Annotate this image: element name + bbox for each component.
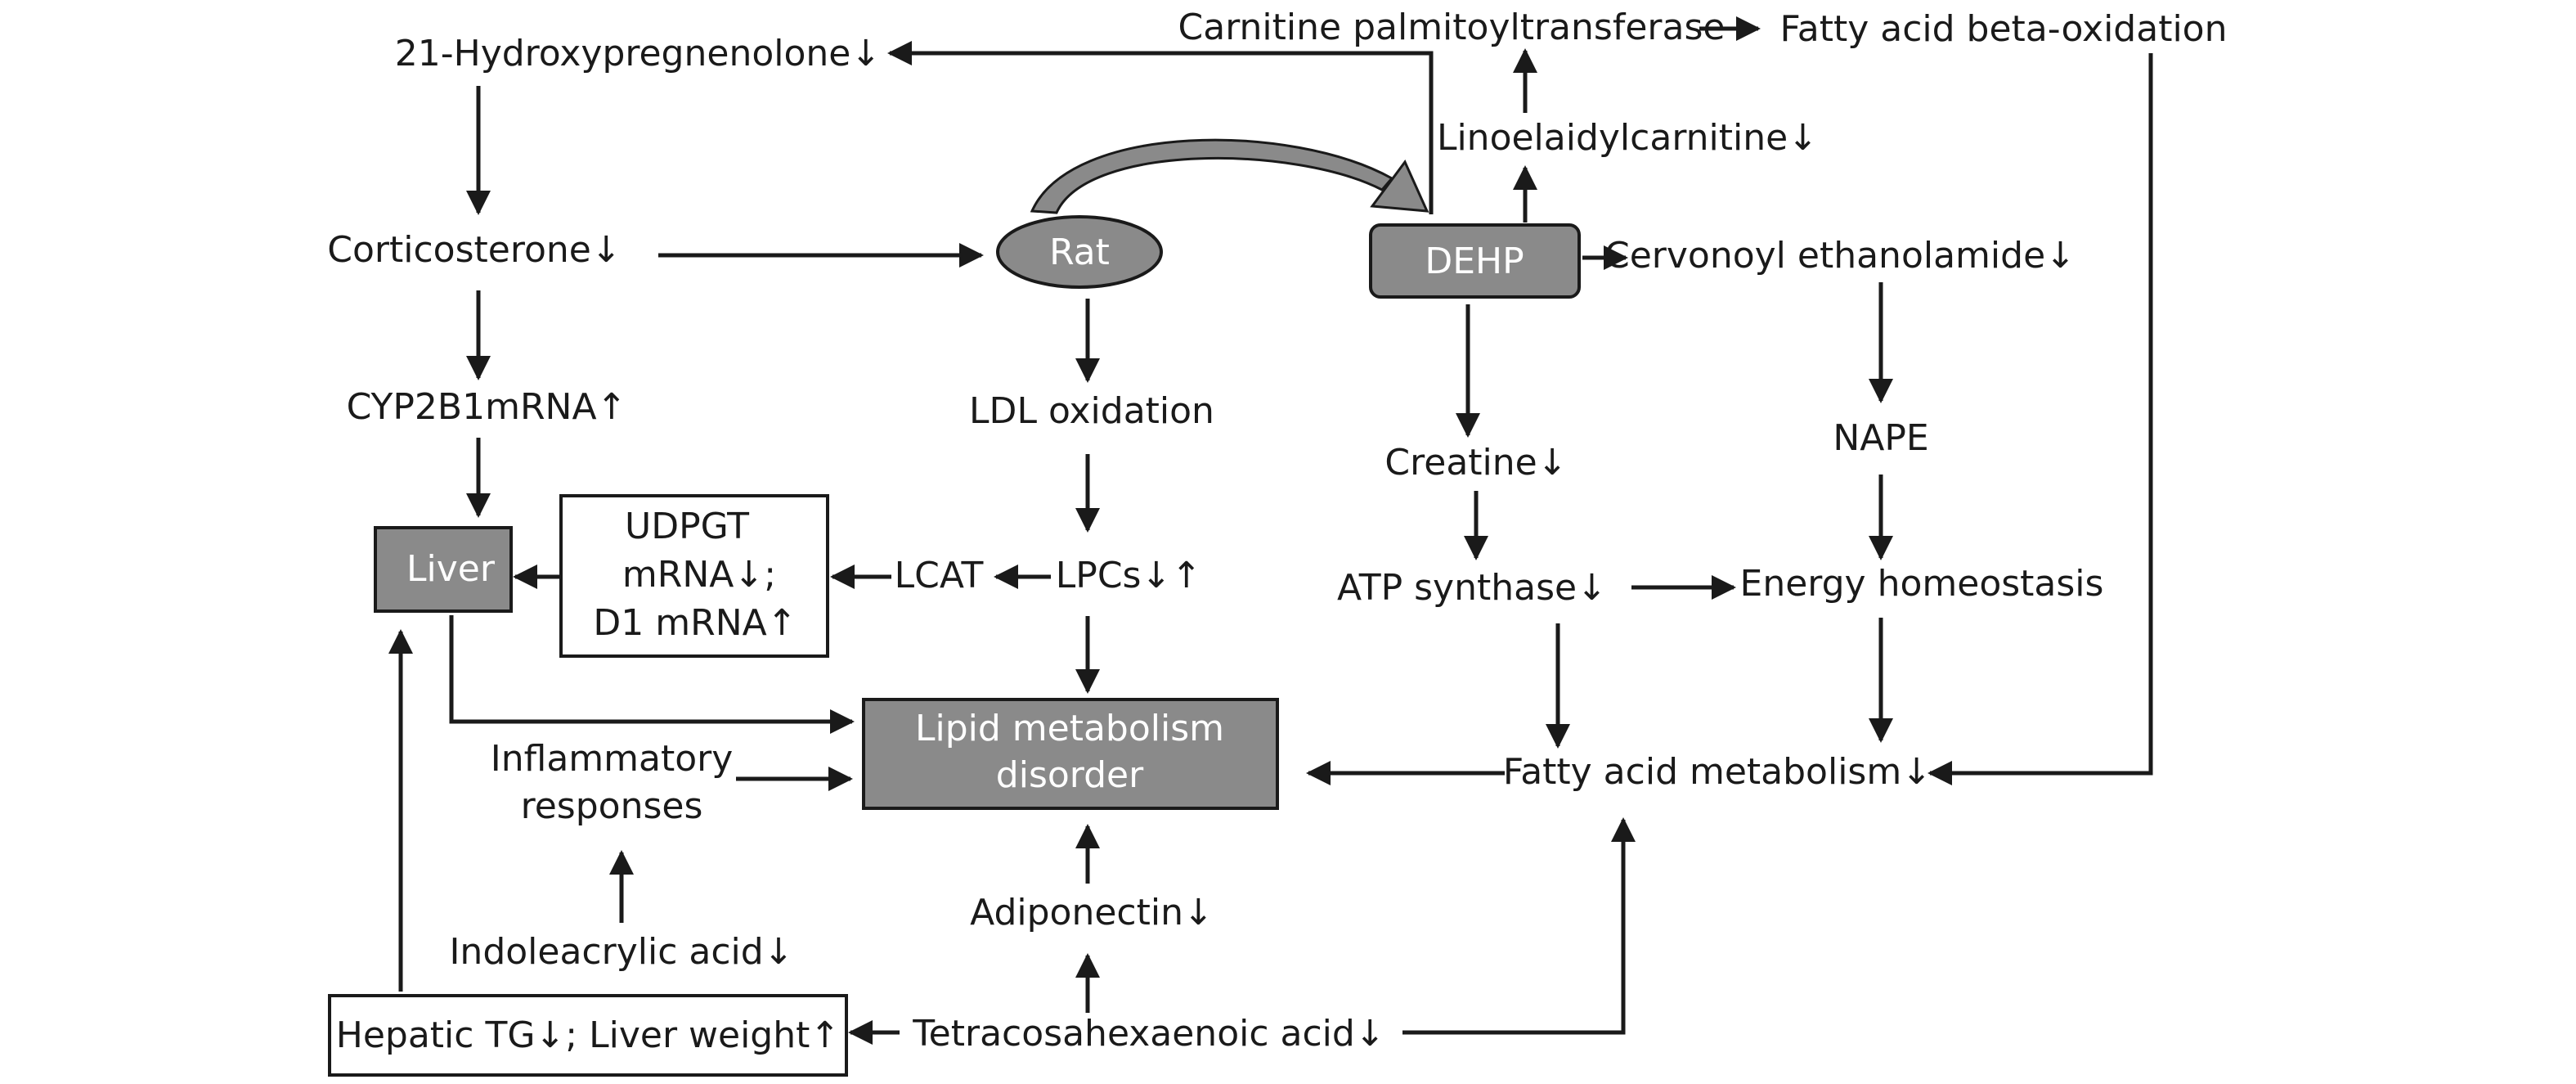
lpcs-label: LPCs↓↑ <box>1056 555 1201 596</box>
hepatic-box <box>328 994 848 1077</box>
hepatic-label: Hepatic TG↓; Liver weight↑ <box>336 1014 841 1056</box>
linoelaidylcarnitine-label: Linoelaidylcarnitine↓ <box>1437 117 1818 159</box>
cyp2b1-label: CYP2B1mRNA↑ <box>347 386 627 428</box>
indoleacrylic-label: Indoleacrylic acid↓ <box>449 931 793 973</box>
liver-label: Liver <box>406 548 496 590</box>
rat-label: Rat <box>1049 232 1110 273</box>
hydroxypregnenolone-label: 21-Hydroxypregnenolone↓ <box>395 33 881 74</box>
inflammatory-line-2: responses <box>521 785 703 827</box>
carnitine-pt-label: Carnitine palmitoyltransferase <box>1178 7 1726 48</box>
energy-homeostasis-label: Energy homeostasis <box>1740 563 2104 605</box>
udpgt-line-3: D1 mRNA↑ <box>593 602 797 644</box>
cervonoyl-label: Cervonoyl ethanolamide↓ <box>1604 235 2076 277</box>
fatty-beta-oxidation-label: Fatty acid beta-oxidation <box>1780 8 2228 50</box>
udpgt-line-2: mRNA↓; <box>622 554 776 596</box>
fatty-acid-metabolism-label: Fatty acid metabolism↓ <box>1503 751 1932 793</box>
nape-label: NAPE <box>1833 417 1928 459</box>
ldl-oxidation-label: LDL oxidation <box>969 390 1214 432</box>
dehp-label: DEHP <box>1425 241 1524 282</box>
corticosterone-label: Corticosterone↓ <box>327 229 621 271</box>
udpgt-box <box>559 494 829 658</box>
arrow-dehp-to-hydroxy <box>887 41 1434 214</box>
inflammatory-line-1: Inflammatory <box>491 738 734 780</box>
dehp-node <box>1369 223 1581 299</box>
creatine-label: Creatine↓ <box>1384 442 1567 484</box>
liver-node <box>374 526 513 613</box>
lipid-line-1: Lipid metabolism <box>915 708 1224 749</box>
tetracosahexaenoic-label: Tetracosahexaenoic acid↓ <box>912 1013 1384 1055</box>
curved-arrow-rat-to-dehp <box>1030 138 1429 214</box>
adiponectin-label: Adiponectin↓ <box>970 892 1214 933</box>
lipid-line-2: disorder <box>996 754 1144 796</box>
rat-node <box>996 215 1163 289</box>
arrow-tetracosa-to-fatty-metabolism <box>1402 817 1636 1035</box>
arrow-liver-to-lipid <box>449 615 855 734</box>
lcat-label: LCAT <box>895 555 984 596</box>
arrow-beta-oxidation-to-fatty-metabolism <box>1928 53 2153 785</box>
lipid-node <box>862 698 1279 810</box>
atp-synthase-label: ATP synthase↓ <box>1337 567 1607 609</box>
udpgt-line-1: UDPGT <box>625 506 749 547</box>
